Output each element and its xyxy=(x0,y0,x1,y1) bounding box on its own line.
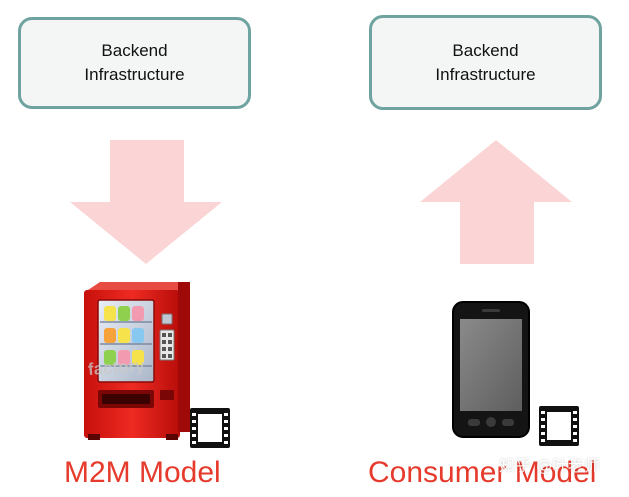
backend-box-line1: Backend xyxy=(452,40,519,60)
backend-box-line2: Infrastructure xyxy=(435,64,536,84)
sim-card-icon xyxy=(539,406,579,446)
down-arrow-icon xyxy=(70,140,222,264)
sim-card-icon xyxy=(190,408,230,448)
m2m-model-label: M2M Model xyxy=(64,456,221,489)
smartphone-icon xyxy=(452,301,530,438)
backend-box-line2: Infrastructure xyxy=(84,65,185,84)
vending-machine-icon xyxy=(84,282,190,440)
consumer-model-label: Consumer Model xyxy=(368,456,597,489)
up-arrow-icon xyxy=(420,140,572,264)
backend-box-line1: Backend xyxy=(101,41,168,60)
backend-infrastructure-box-right: Backend Infrastructure xyxy=(369,15,602,110)
vending-machine-brand: factory xyxy=(87,356,146,379)
backend-infrastructure-box-left: Backend Infrastructure xyxy=(18,17,251,109)
watermark: 知乎 @叶老师 xyxy=(499,456,601,475)
